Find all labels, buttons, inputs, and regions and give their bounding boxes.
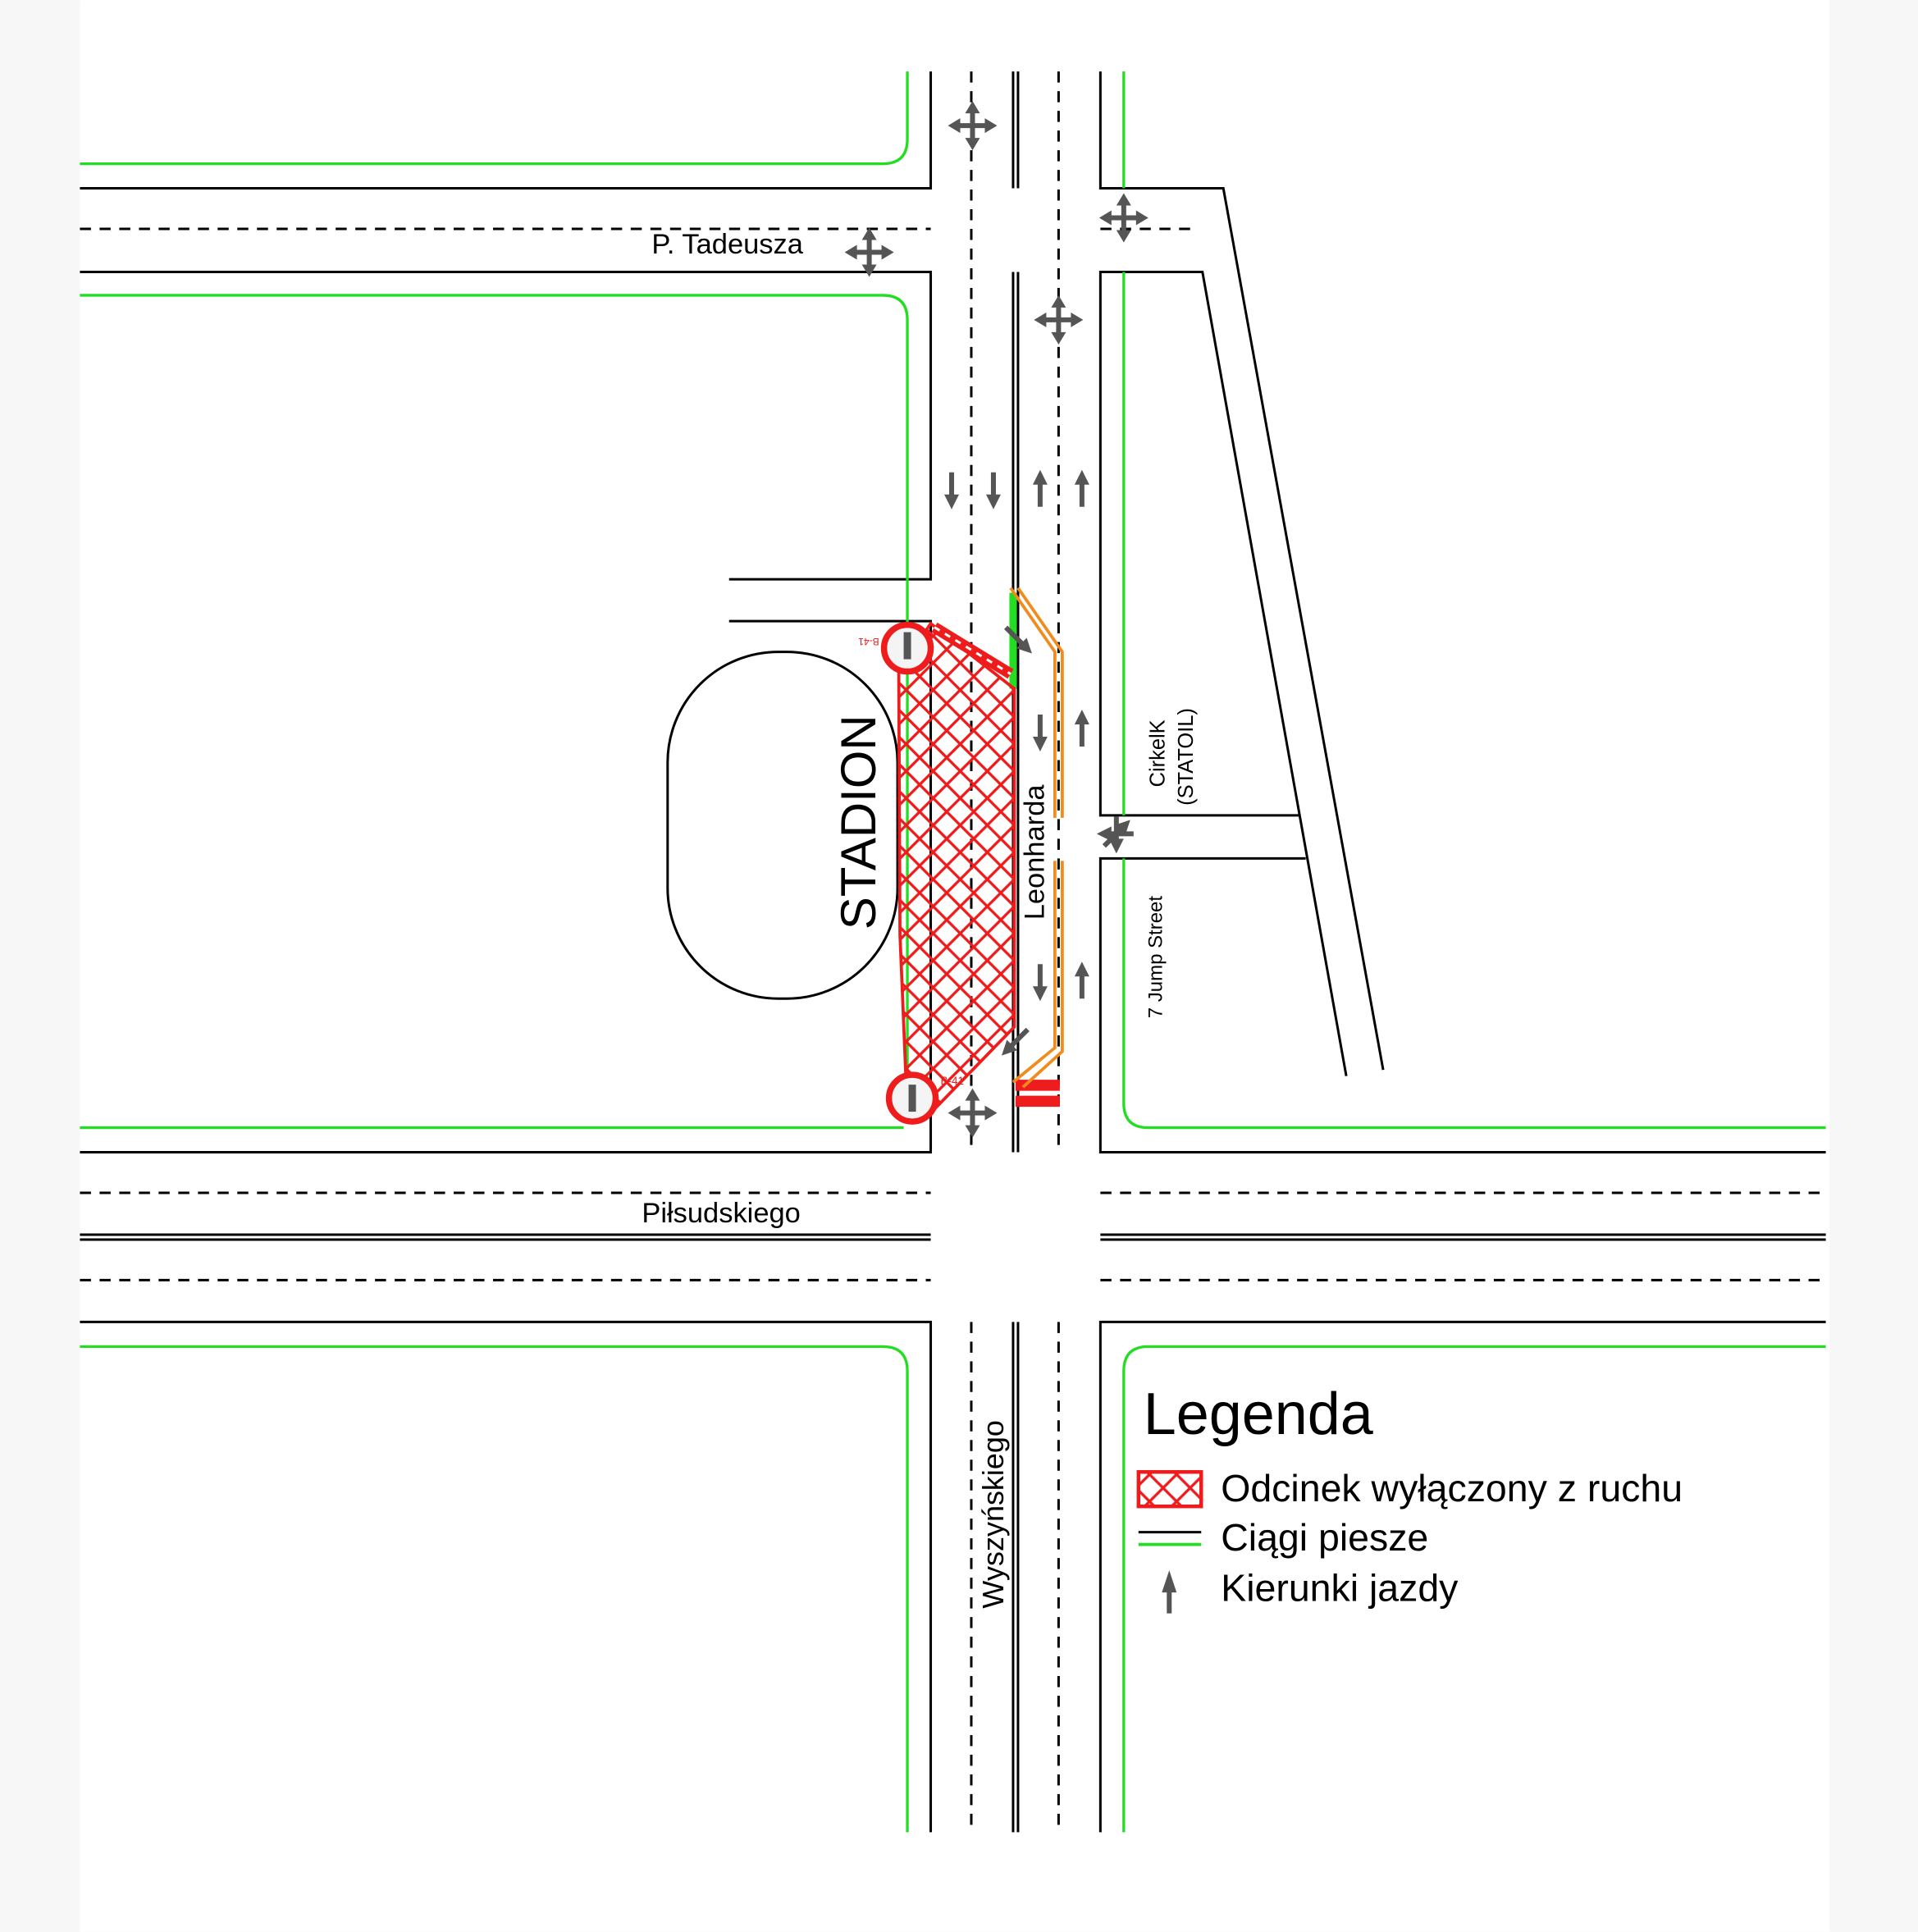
junction-arrow-icon bbox=[965, 1112, 980, 1138]
legend-item-direction: Kierunki jazdy bbox=[1221, 1567, 1459, 1610]
junction-arrow-icon bbox=[1116, 217, 1131, 243]
junction-arrow-icon bbox=[965, 1088, 980, 1113]
direction-arrow-icon bbox=[985, 472, 1001, 509]
closed-section-hatch bbox=[897, 621, 1016, 1115]
direction-arrow-icon bbox=[1003, 625, 1032, 654]
stadium-outline bbox=[666, 651, 899, 1000]
sign-code: B-41 bbox=[941, 1075, 964, 1087]
legend-hatch-symbol bbox=[1136, 1469, 1203, 1509]
station-label-statoil: (STATOIL) bbox=[1175, 708, 1198, 806]
legend-item-pedestrian: Ciągi piesze bbox=[1221, 1516, 1428, 1559]
direction-arrow-icon bbox=[1074, 961, 1089, 999]
junction-arrow-icon bbox=[1123, 210, 1149, 226]
direction-arrow-icon bbox=[1032, 469, 1048, 507]
junction-arrow-icon bbox=[948, 118, 973, 134]
street-label-7-jump-street: 7 Jump Street bbox=[1144, 896, 1167, 1019]
pedestrian-paths bbox=[80, 71, 1826, 1833]
sign-b41-north: B-41 bbox=[858, 621, 934, 675]
junction-arrow-icon bbox=[1034, 312, 1059, 327]
junction-arrow-icon bbox=[861, 252, 877, 277]
station-label-cirkelk: CirkelK bbox=[1146, 719, 1169, 787]
junction-arrow-icon bbox=[1058, 312, 1084, 327]
barrier-chevrons bbox=[931, 622, 1060, 1108]
stadium-label: STADION bbox=[831, 715, 886, 929]
sign-b41-south: B-41 bbox=[885, 1071, 964, 1125]
junction-arrow-icon bbox=[965, 101, 980, 126]
junction-arrow-icon bbox=[844, 244, 870, 260]
traffic-direction-arrows bbox=[844, 101, 1149, 1138]
junction-arrow-icon bbox=[1116, 193, 1131, 218]
junction-arrow-icon bbox=[1051, 319, 1066, 345]
direction-arrow-icon bbox=[1001, 1027, 1030, 1056]
street-label-pilsudskiego: Piłsudskiego bbox=[642, 1198, 801, 1229]
detour-lines bbox=[1009, 587, 1064, 1089]
direction-arrow-icon bbox=[1074, 469, 1089, 507]
legend-arrow-icon bbox=[1162, 1570, 1177, 1614]
junction-arrow-icon bbox=[1051, 295, 1066, 320]
street-label-leonharda: Leonharda bbox=[1019, 784, 1050, 920]
direction-arrow-icon bbox=[1102, 820, 1130, 848]
direction-arrow-icon bbox=[1032, 964, 1048, 1002]
street-label-wyszynskiego: Wyszyńskiego bbox=[976, 1420, 1010, 1608]
junction-arrow-icon bbox=[869, 244, 894, 260]
direction-arrow-icon bbox=[944, 472, 959, 509]
legend: Legenda Odcinek wyłączony z ruchu Ciągi … bbox=[1136, 1382, 1683, 1614]
street-label-p-tadeusza: P. Tadeusza bbox=[651, 229, 803, 260]
direction-arrow-icon bbox=[1074, 710, 1089, 747]
sign-code: B-41 bbox=[858, 636, 879, 647]
junction-arrow-icon bbox=[861, 227, 877, 253]
junction-arrow-icon bbox=[965, 126, 980, 151]
junction-arrow-icon bbox=[972, 118, 998, 134]
legend-pedestrian-symbol bbox=[1138, 1531, 1202, 1546]
legend-title: Legenda bbox=[1144, 1382, 1373, 1447]
legend-item-closed: Odcinek wyłączony z ruchu bbox=[1221, 1467, 1683, 1510]
junction-arrow-icon bbox=[1098, 210, 1124, 226]
direction-arrow-icon bbox=[1032, 715, 1048, 751]
